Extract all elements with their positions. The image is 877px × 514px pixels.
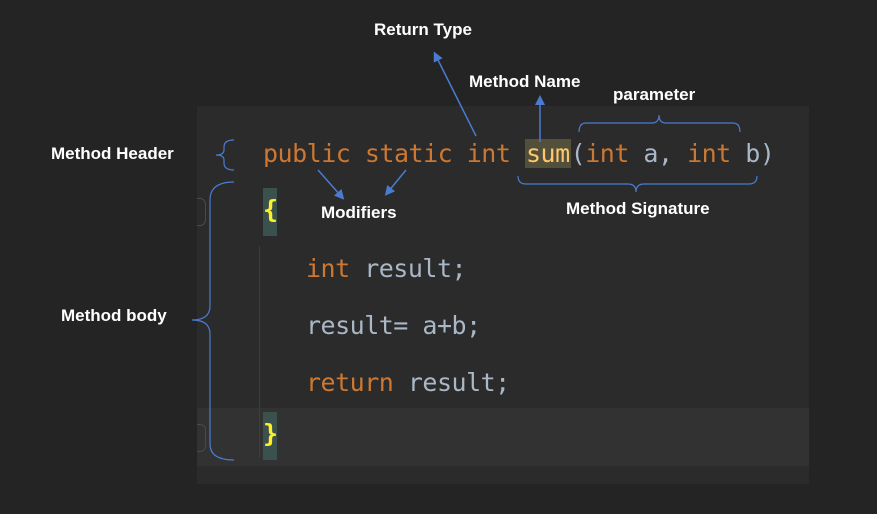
keyword-int: int bbox=[466, 139, 511, 168]
method-body-brace bbox=[191, 181, 235, 461]
parameter-label: parameter bbox=[613, 85, 696, 104]
param1-name: a, bbox=[628, 139, 688, 168]
keyword-public: public bbox=[263, 139, 351, 168]
body-line-assignment: result= a+b; bbox=[306, 311, 481, 340]
indent-guide bbox=[259, 246, 260, 458]
return-type-arrow bbox=[433, 51, 477, 137]
fold-marker-icon bbox=[197, 424, 206, 452]
method-header-line: public static int sum(int a, int b) bbox=[263, 139, 775, 168]
current-line-highlight bbox=[197, 408, 809, 466]
modifiers-arrow-left bbox=[317, 169, 345, 200]
method-body-label: Method body bbox=[61, 306, 167, 325]
parameter-brace bbox=[578, 114, 741, 133]
code-editor: public static int sum(int a, int b) { in… bbox=[197, 106, 809, 484]
method-header-label: Method Header bbox=[51, 144, 174, 163]
body-line-declaration: int result; bbox=[306, 254, 467, 283]
return-type-label: Return Type bbox=[374, 20, 472, 39]
modifiers-arrow-right bbox=[384, 169, 407, 196]
open-brace: { bbox=[263, 188, 278, 236]
fold-marker-icon bbox=[197, 198, 206, 226]
param2-type: int bbox=[687, 139, 731, 168]
keyword-static: static bbox=[364, 139, 453, 168]
body-line-return: return result; bbox=[306, 368, 510, 397]
modifiers-label: Modifiers bbox=[321, 203, 397, 222]
open-paren: ( bbox=[570, 139, 586, 168]
method-signature-label: Method Signature bbox=[566, 199, 710, 218]
declaration-rest: result; bbox=[349, 254, 467, 283]
method-signature-brace bbox=[517, 175, 758, 193]
param2-name: b) bbox=[730, 139, 775, 168]
keyword-return: return bbox=[306, 368, 394, 397]
method-name-label: Method Name bbox=[469, 72, 581, 91]
close-brace: } bbox=[263, 412, 278, 460]
param1-type: int bbox=[585, 139, 629, 168]
keyword-int: int bbox=[306, 254, 350, 283]
return-rest: result; bbox=[393, 368, 510, 397]
method-header-brace bbox=[215, 139, 235, 171]
method-name-token: sum bbox=[524, 139, 571, 168]
